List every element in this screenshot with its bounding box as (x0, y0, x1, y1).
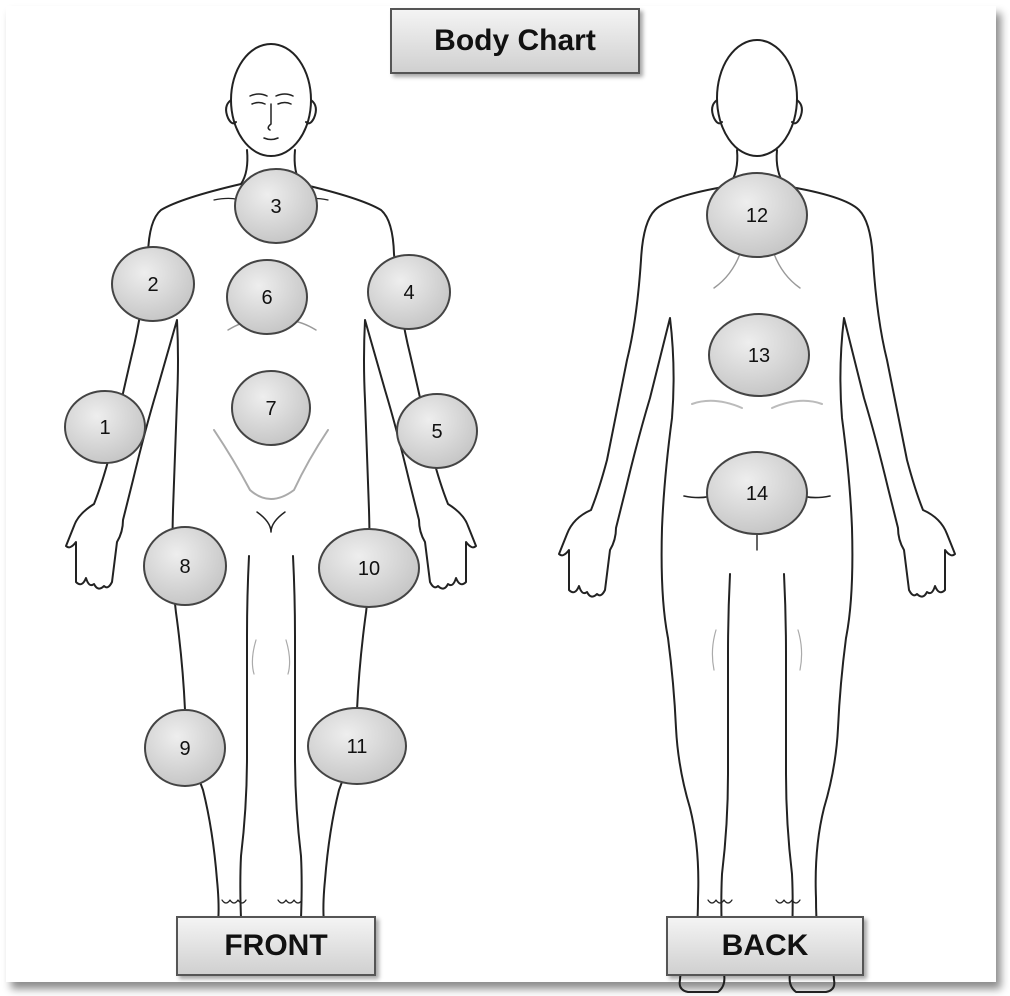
marker-5[interactable]: 5 (397, 394, 477, 468)
marker-13-label: 13 (748, 345, 770, 367)
marker-8[interactable]: 8 (144, 527, 226, 605)
marker-10-label: 10 (358, 558, 380, 580)
marker-7[interactable]: 7 (232, 371, 310, 445)
back-label: BACK (666, 916, 864, 976)
marker-12[interactable]: 12 (707, 173, 807, 257)
marker-5-label: 5 (431, 421, 442, 443)
marker-2[interactable]: 2 (112, 247, 194, 321)
marker-3-label: 3 (270, 196, 281, 218)
marker-14[interactable]: 14 (707, 452, 807, 534)
chart-title: Body Chart (390, 8, 640, 74)
marker-12-label: 12 (746, 205, 768, 227)
marker-11-label: 11 (347, 736, 368, 758)
marker-6[interactable]: 6 (227, 260, 307, 334)
marker-11[interactable]: 11 (308, 708, 406, 784)
marker-10[interactable]: 10 (319, 529, 419, 607)
marker-8-label: 8 (179, 556, 190, 578)
marker-9-label: 9 (179, 738, 190, 760)
marker-13[interactable]: 13 (709, 314, 809, 396)
marker-4-label: 4 (403, 282, 414, 304)
marker-14-label: 14 (746, 483, 768, 505)
marker-2-label: 2 (147, 274, 158, 296)
marker-3[interactable]: 3 (235, 169, 317, 243)
marker-6-label: 6 (261, 287, 272, 309)
marker-1-label: 1 (99, 417, 110, 439)
marker-4[interactable]: 4 (368, 255, 450, 329)
front-label: FRONT (176, 916, 376, 976)
marker-9[interactable]: 9 (145, 710, 225, 786)
marker-7-label: 7 (265, 398, 276, 420)
marker-1[interactable]: 1 (65, 391, 145, 463)
